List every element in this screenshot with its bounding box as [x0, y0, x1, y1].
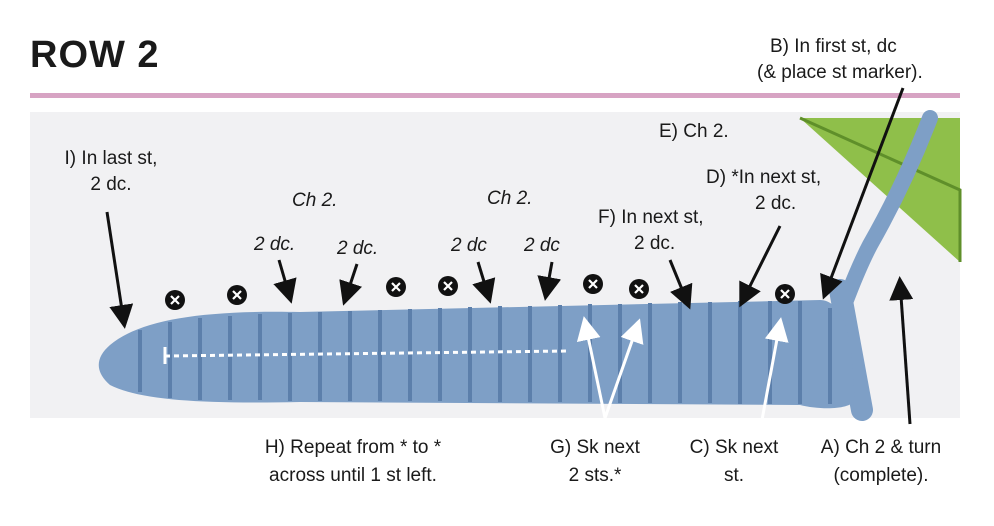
label-2dc-3: 2 dc	[451, 235, 487, 256]
stitch-texture	[138, 301, 832, 404]
label-i-line2: 2 dc.	[90, 174, 132, 195]
label-a-line2: (complete).	[833, 465, 929, 486]
swatch-body	[98, 300, 855, 409]
label-a-line1: A) Ch 2 & turn	[820, 437, 942, 458]
label-2dc-2: 2 dc.	[337, 238, 379, 259]
black-arrows	[105, 87, 905, 329]
label-g-line1: G) Sk next	[550, 437, 640, 458]
arrow-dc2-icon	[339, 263, 363, 306]
arrow-d-icon	[739, 225, 782, 308]
arrow-dc4-icon	[537, 261, 562, 301]
label-h-line2: across until 1 st left.	[269, 465, 437, 486]
skip-marker-icon	[227, 285, 247, 305]
hook-shadow	[799, 116, 962, 262]
yarn-strand	[838, 110, 938, 308]
skip-marker-icon	[438, 276, 458, 296]
label-i-line1: I) In last st,	[64, 148, 158, 169]
arrow-f-icon	[668, 259, 693, 310]
skip-marker-icon	[629, 279, 649, 299]
label-f-line2: 2 dc.	[634, 233, 676, 254]
arrow-g2-icon	[603, 318, 644, 419]
label-d-line2: 2 dc.	[755, 193, 797, 214]
repeat-guide-line	[164, 349, 569, 358]
label-h-line1: H) Repeat from * to *	[264, 437, 442, 458]
label-d-line1: D) *In next st,	[706, 167, 822, 188]
title-rule	[30, 93, 960, 98]
label-g-line2: 2 sts.*	[568, 465, 622, 486]
label-c-line2: st.	[723, 465, 745, 486]
label-ch2-right: Ch 2.	[487, 188, 533, 209]
label-b-line2: (& place st marker).	[757, 62, 923, 83]
skip-marker-icon	[386, 277, 406, 297]
skip-marker-icon	[583, 274, 603, 294]
label-2dc-1: 2 dc.	[254, 234, 296, 255]
skip-markers	[165, 274, 795, 310]
white-arrows	[576, 316, 789, 421]
crochet-swatch	[98, 300, 855, 409]
label-ch2-left: Ch 2.	[292, 190, 338, 211]
arrow-c-icon	[760, 317, 789, 421]
skip-marker-icon	[165, 290, 185, 310]
label-b-line1: B) In first st, dc	[770, 36, 897, 57]
label-c-line1: C) Sk next	[689, 437, 779, 458]
arrow-b-icon	[820, 87, 905, 300]
arrow-i-icon	[105, 211, 134, 329]
arrow-dc3-icon	[472, 261, 496, 304]
skip-marker-icon	[775, 284, 795, 304]
arrow-a-icon	[889, 276, 914, 425]
page-title: ROW 2	[30, 34, 160, 76]
arrow-dc1-icon	[273, 259, 297, 304]
label-e: E) Ch 2.	[659, 121, 729, 142]
label-f-line1: F) In next st,	[598, 207, 704, 228]
label-2dc-4: 2 dc	[524, 235, 560, 256]
arrow-g1-icon	[576, 316, 607, 419]
